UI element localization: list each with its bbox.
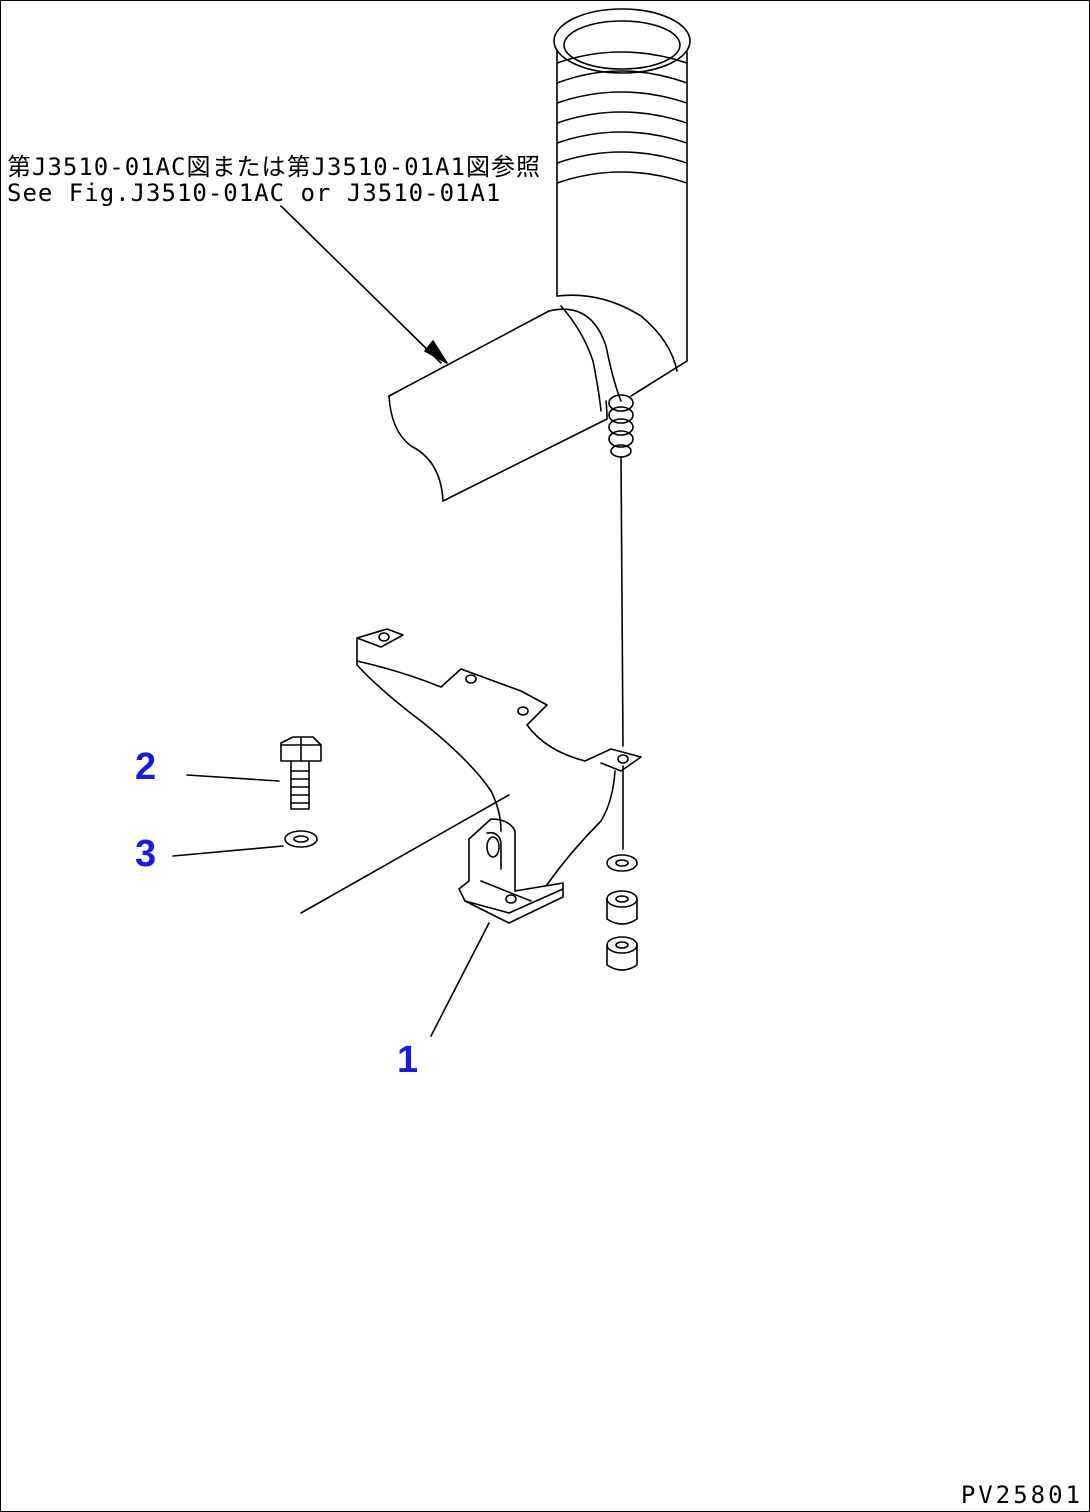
bolt bbox=[280, 736, 322, 810]
stud-washer-and-nuts bbox=[606, 854, 638, 971]
reference-note-english: See Fig.J3510-01AC or J3510-01A1 bbox=[7, 179, 502, 207]
callout-1: 1 bbox=[397, 1039, 419, 1081]
figure-id: PV25801 bbox=[960, 1481, 1083, 1509]
callout-2: 2 bbox=[135, 746, 157, 788]
exhaust-pipe bbox=[388, 8, 691, 502]
callout-3: 3 bbox=[135, 833, 157, 875]
washer bbox=[284, 830, 318, 848]
bracket bbox=[300, 628, 642, 924]
reference-note-japanese: 第J3510-01AC図または第J3510-01A1図参照 bbox=[7, 153, 541, 181]
reference-leader bbox=[280, 205, 448, 364]
callout-leaders bbox=[172, 774, 490, 1037]
clamp-stud bbox=[608, 394, 634, 850]
